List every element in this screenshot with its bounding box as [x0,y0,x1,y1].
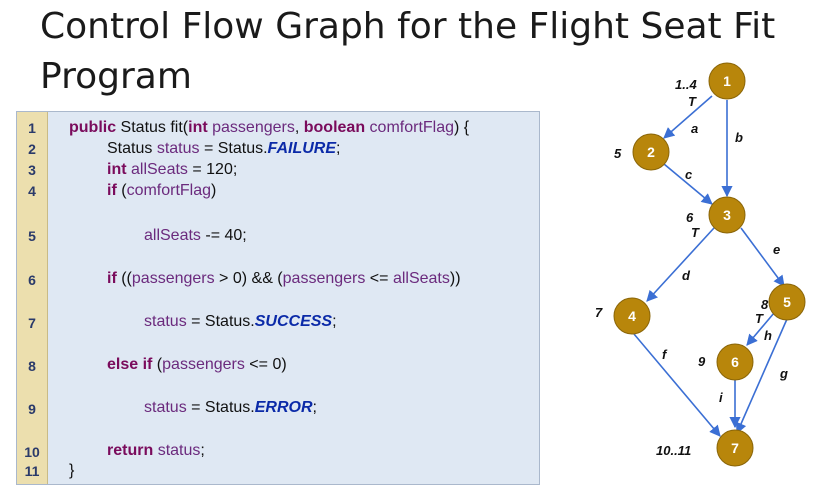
true-marker: T [691,225,700,240]
true-marker: T [688,94,697,109]
code-line-10: return status; [107,442,205,459]
edge-label-h: h [764,328,772,343]
node-id: 5 [783,294,791,310]
edge-g [735,318,788,435]
edge-e [740,227,785,287]
code-line-4: if (comfortFlag) [107,182,217,199]
node-label-4: 7 [595,305,603,320]
node-id: 2 [647,144,655,160]
line-number: 1 [28,120,36,136]
node-1: 1 [708,62,746,100]
node-label-5: 8 [761,297,769,312]
code-line-11: } [69,462,75,479]
edge-f [633,333,721,437]
edge-c [663,163,713,205]
node-label-2: 5 [614,146,622,161]
node-id: 6 [731,354,739,370]
line-number-gutter: 1 2 3 4 5 6 7 8 9 10 11 [17,112,48,484]
node-id: 4 [628,308,636,324]
line-number: 3 [28,162,36,178]
true-marker: T [755,311,764,326]
line-number: 6 [28,272,36,288]
line-number: 4 [28,183,36,199]
line-number: 11 [24,463,40,479]
node-id: 1 [723,73,731,89]
edge-d [646,227,715,302]
edge-label-f: f [662,347,668,362]
code-line-1: public Status fit(int passengers, boolea… [69,119,470,136]
code-line-6: if ((passengers > 0) && (passengers <= a… [107,270,461,287]
node-5: 5 [768,283,806,321]
node-2: 2 [632,133,670,171]
node-3: 3 [708,196,746,234]
node-label-3: 6 [686,210,694,225]
line-number: 8 [28,358,36,374]
edge-label-d: d [682,268,691,283]
edge-label-b: b [735,130,743,145]
node-label-1: 1..4 [675,77,697,92]
node-id: 7 [731,440,739,456]
edge-label-a: a [691,121,698,136]
node-4: 4 [613,297,651,335]
edge-label-c: c [685,167,693,182]
code-line-3: int allSeats = 120; [107,161,238,178]
edge-h [746,312,775,346]
line-number: 7 [28,315,36,331]
line-number: 10 [24,444,40,460]
node-label-7: 10..11 [656,443,691,458]
edge-a [663,95,713,139]
code-panel: 1 2 3 4 5 6 7 8 9 10 11 public Status fi… [16,111,540,485]
node-6: 6 [716,343,754,381]
code-line-8: else if (passengers <= 0) [107,356,287,373]
slide-title: Control Flow Graph for the Flight Seat F… [40,6,776,97]
edge-label-i: i [719,390,723,405]
edge-label-e: e [773,242,780,257]
line-number: 2 [28,141,36,157]
code-line-9: status = Status.ERROR; [144,399,317,416]
code-line-5: allSeats -= 40; [144,227,247,244]
code-line-2: Status status = Status.FAILURE; [107,140,341,157]
node-id: 3 [723,207,731,223]
node-7: 7 [716,429,754,467]
line-number: 9 [28,401,36,417]
node-label-6: 9 [698,354,706,369]
code-line-7: status = Status.SUCCESS; [144,313,337,330]
line-number: 5 [28,228,36,244]
edge-label-g: g [779,366,788,381]
